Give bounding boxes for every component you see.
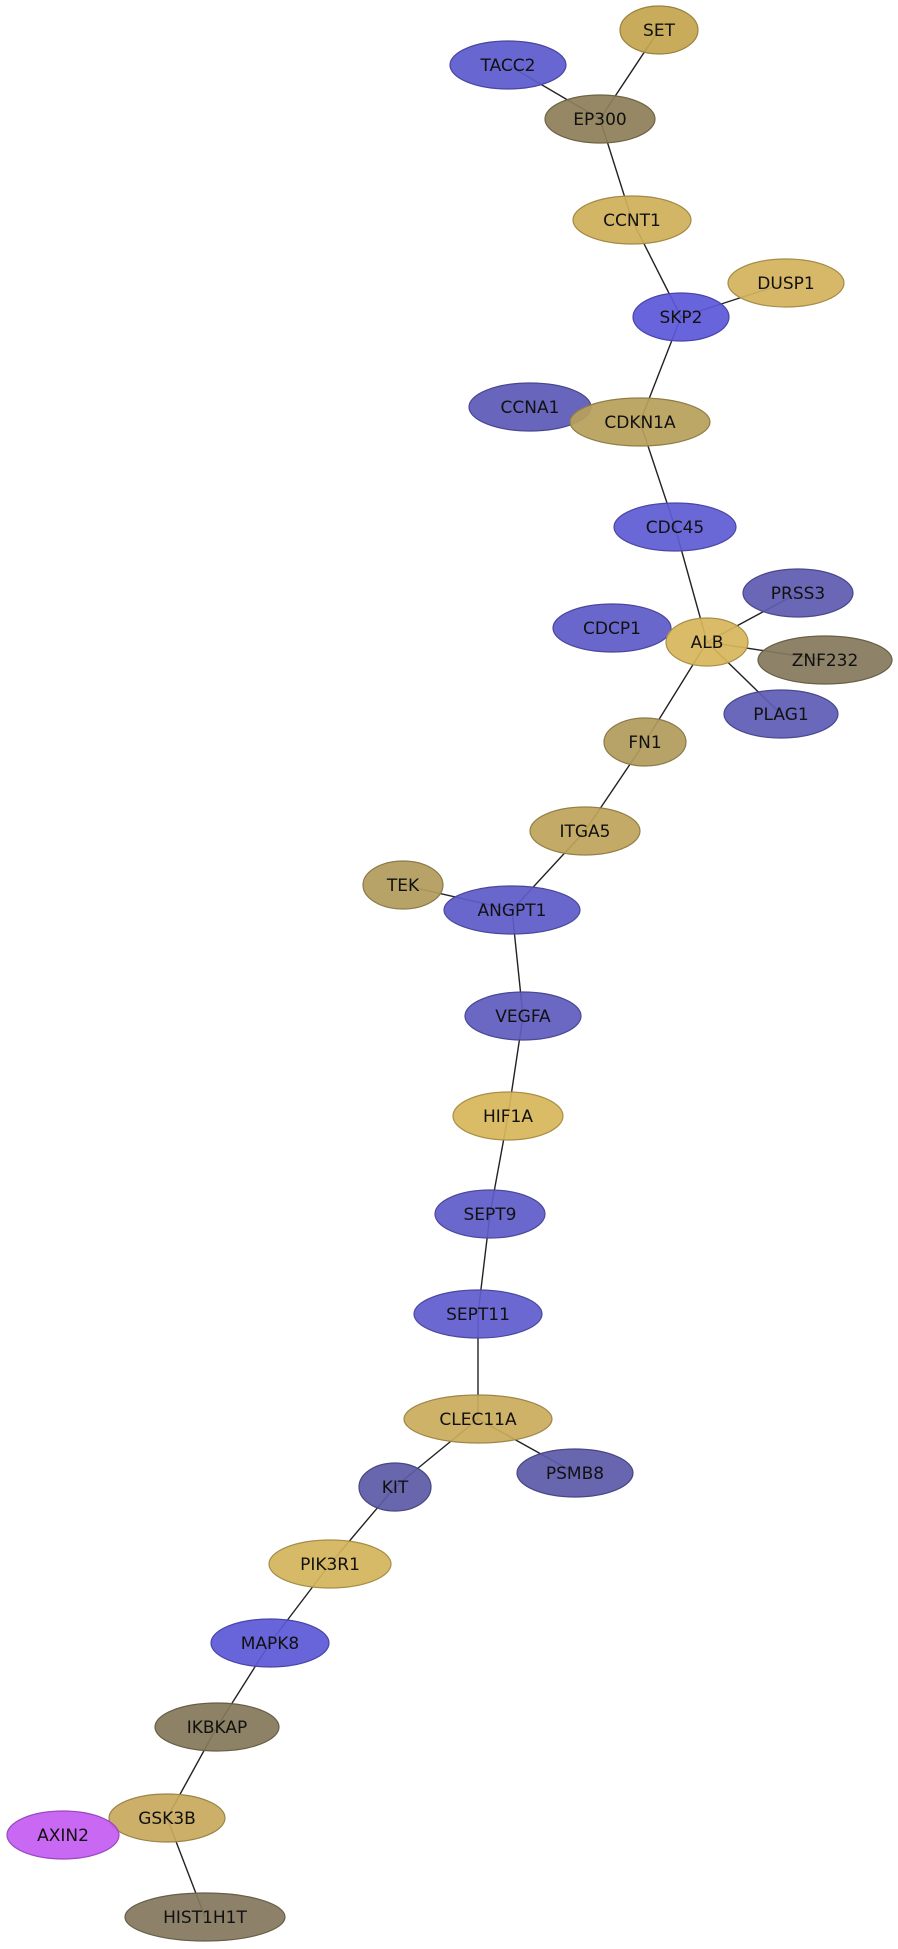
node-psmb8[interactable]: PSMB8 [516, 1448, 634, 1498]
node-label: PRSS3 [771, 584, 825, 604]
node-label: SKP2 [659, 308, 702, 328]
node-shape [632, 292, 730, 342]
node-label: ALB [691, 633, 724, 653]
node-shape [552, 603, 672, 653]
node-ep300[interactable]: EP300 [544, 94, 656, 144]
node-tek[interactable]: TEK [362, 860, 444, 910]
node-axin2[interactable]: AXIN2 [6, 1810, 120, 1860]
node-shape [613, 502, 737, 552]
node-plag1[interactable]: PLAG1 [723, 689, 839, 739]
node-shape [154, 1702, 280, 1752]
node-shape [464, 991, 582, 1041]
node-shape [742, 568, 854, 618]
node-shape [210, 1618, 330, 1668]
node-shape [124, 1892, 286, 1942]
node-sept11[interactable]: SEPT11 [413, 1289, 543, 1339]
node-shape [413, 1289, 543, 1339]
node-shape [529, 806, 641, 856]
node-shape [619, 5, 699, 55]
node-shape [572, 195, 692, 245]
node-ccna1[interactable]: CCNA1 [468, 382, 592, 432]
node-vegfa[interactable]: VEGFA [464, 991, 582, 1041]
node-angpt1[interactable]: ANGPT1 [443, 885, 581, 935]
node-shape [6, 1810, 120, 1860]
node-fn1[interactable]: FN1 [603, 717, 687, 767]
node-kit[interactable]: KIT [358, 1462, 432, 1512]
node-label: ANGPT1 [478, 901, 547, 921]
node-label: MAPK8 [241, 1634, 300, 1654]
node-shape [268, 1539, 392, 1589]
node-shape [544, 94, 656, 144]
node-shape [723, 689, 839, 739]
node-label: GSK3B [138, 1809, 196, 1829]
node-label: EP300 [573, 110, 626, 130]
node-pik3r1[interactable]: PIK3R1 [268, 1539, 392, 1589]
node-shape [569, 397, 711, 447]
node-hif1a[interactable]: HIF1A [452, 1091, 564, 1141]
node-shape [757, 635, 893, 685]
node-label: FN1 [628, 733, 661, 753]
node-skp2[interactable]: SKP2 [632, 292, 730, 342]
node-label: SEPT11 [446, 1305, 510, 1325]
node-label: DUSP1 [757, 274, 814, 294]
node-label: SET [643, 21, 676, 41]
node-clec11a[interactable]: CLEC11A [403, 1394, 553, 1444]
node-label: VEGFA [495, 1007, 551, 1027]
node-shape [449, 40, 567, 90]
node-label: HIF1A [483, 1107, 533, 1127]
node-label: KIT [382, 1478, 409, 1498]
node-dusp1[interactable]: DUSP1 [727, 258, 845, 308]
node-cdkn1a[interactable]: CDKN1A [569, 397, 711, 447]
node-label: CLEC11A [439, 1410, 517, 1430]
node-tacc2[interactable]: TACC2 [449, 40, 567, 90]
node-prss3[interactable]: PRSS3 [742, 568, 854, 618]
node-label: IKBKAP [187, 1718, 248, 1738]
node-label: PSMB8 [546, 1464, 604, 1484]
node-shape [403, 1394, 553, 1444]
node-label: CCNA1 [501, 398, 560, 418]
node-shape [434, 1189, 546, 1239]
node-label: SEPT9 [464, 1205, 517, 1225]
node-shape [443, 885, 581, 935]
node-hist1h1t[interactable]: HIST1H1T [124, 1892, 286, 1942]
node-itga5[interactable]: ITGA5 [529, 806, 641, 856]
node-sept9[interactable]: SEPT9 [434, 1189, 546, 1239]
node-shape [727, 258, 845, 308]
node-shape [358, 1462, 432, 1512]
node-label: AXIN2 [37, 1826, 89, 1846]
node-ikbkap[interactable]: IKBKAP [154, 1702, 280, 1752]
node-label: PIK3R1 [300, 1555, 360, 1575]
node-label: HIST1H1T [163, 1908, 247, 1928]
node-ccnt1[interactable]: CCNT1 [572, 195, 692, 245]
node-label: CDKN1A [604, 413, 676, 433]
node-label: ZNF232 [792, 651, 859, 671]
node-label: TEK [386, 876, 420, 896]
node-label: TACC2 [480, 56, 536, 76]
node-cdc45[interactable]: CDC45 [613, 502, 737, 552]
node-label: CCNT1 [603, 211, 661, 231]
node-gsk3b[interactable]: GSK3B [108, 1793, 226, 1843]
node-znf232[interactable]: ZNF232 [757, 635, 893, 685]
node-shape [108, 1793, 226, 1843]
node-mapk8[interactable]: MAPK8 [210, 1618, 330, 1668]
node-alb[interactable]: ALB [665, 617, 749, 667]
node-label: CDCP1 [583, 619, 641, 639]
node-cdcp1[interactable]: CDCP1 [552, 603, 672, 653]
node-label: PLAG1 [753, 705, 808, 725]
node-shape [603, 717, 687, 767]
node-label: CDC45 [646, 518, 704, 538]
node-shape [362, 860, 444, 910]
node-label: ITGA5 [559, 822, 610, 842]
node-shape [516, 1448, 634, 1498]
node-set[interactable]: SET [619, 5, 699, 55]
node-shape [665, 617, 749, 667]
node-shape [452, 1091, 564, 1141]
